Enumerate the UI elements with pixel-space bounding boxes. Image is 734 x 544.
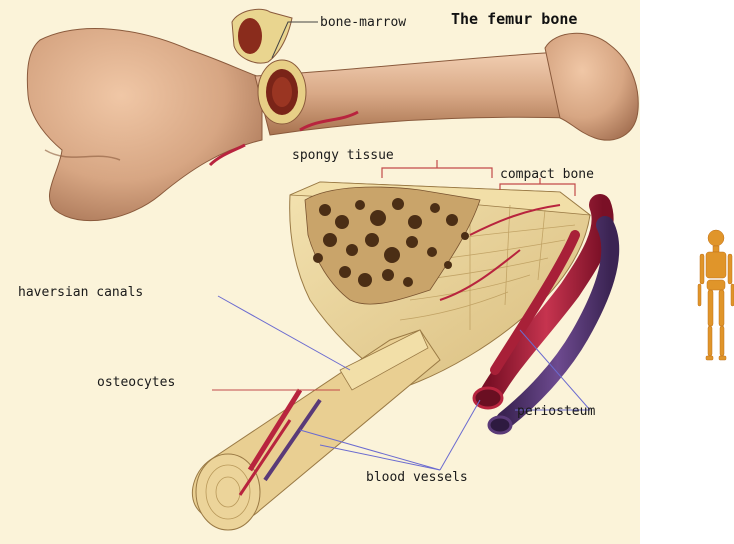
label-spongy-tissue: spongy tissue (292, 148, 394, 163)
label-bone-marrow: bone-marrow (320, 15, 406, 30)
label-periosteum: periosteum (517, 404, 595, 419)
label-haversian-canals: haversian canals (18, 285, 143, 300)
label-blood-vessels: blood vessels (366, 470, 468, 485)
label-osteocytes: osteocytes (97, 375, 175, 390)
label-compact-bone: compact bone (500, 167, 594, 182)
diagram-title: The femur bone (451, 10, 577, 28)
